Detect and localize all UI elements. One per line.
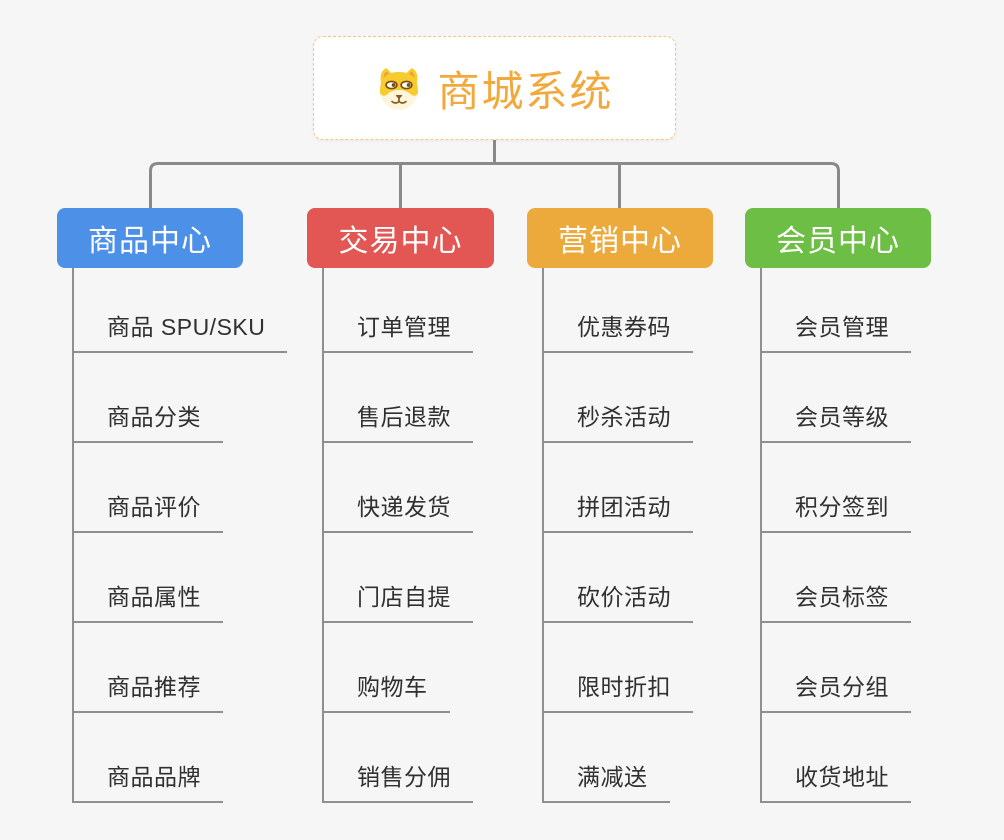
leaf-node[interactable]: 拼团活动 (544, 492, 693, 533)
branch-label: 会员中心 (776, 225, 900, 258)
branch-node-trade-center[interactable]: 交易中心 (307, 208, 494, 268)
leaf-node[interactable]: 会员等级 (762, 402, 911, 443)
leaf-node[interactable]: 满减送 (544, 762, 670, 803)
leaf-node[interactable]: 积分签到 (762, 492, 911, 533)
leaf-node[interactable]: 购物车 (324, 672, 450, 713)
leaf-node[interactable]: 限时折扣 (544, 672, 693, 713)
leaf-node[interactable]: 商品品牌 (74, 762, 223, 803)
branch-label: 营销中心 (558, 225, 682, 258)
leaf-node[interactable]: 售后退款 (324, 402, 473, 443)
branch-node-product-center[interactable]: 商品中心 (57, 208, 243, 268)
branch-children-marketing-center: 优惠券码秒杀活动拼团活动砍价活动限时折扣满减送 (542, 268, 693, 803)
branch-label: 商品中心 (88, 225, 212, 258)
leaf-node[interactable]: 订单管理 (324, 312, 473, 353)
leaf-node[interactable]: 商品分类 (74, 402, 223, 443)
leaf-node[interactable]: 秒杀活动 (544, 402, 693, 443)
leaf-node[interactable]: 快递发货 (324, 492, 473, 533)
branch-children-product-center: 商品 SPU/SKU 商品分类商品评价商品属性商品推荐商品品牌 (72, 268, 288, 803)
leaf-node[interactable]: 门店自提 (324, 582, 473, 623)
leaf-node[interactable]: 会员管理 (762, 312, 911, 353)
root-node[interactable]: 商城系统 (313, 36, 676, 140)
branch-node-marketing-center[interactable]: 营销中心 (527, 208, 713, 268)
leaf-node[interactable]: 会员分组 (762, 672, 911, 713)
branch-children-trade-center: 订单管理售后退款快递发货门店自提购物车销售分佣 (322, 268, 473, 803)
branch-label: 交易中心 (338, 225, 463, 258)
leaf-node[interactable]: 商品 SPU/SKU (74, 312, 288, 353)
leaf-node[interactable]: 商品属性 (74, 582, 223, 623)
leaf-node[interactable]: 销售分佣 (324, 762, 473, 803)
branch-bus-line (149, 162, 840, 208)
branch-children-member-center: 会员管理会员等级积分签到会员标签会员分组收货地址 (760, 268, 911, 803)
leaf-node[interactable]: 会员标签 (762, 582, 911, 623)
leaf-node[interactable]: 优惠券码 (544, 312, 693, 353)
dog-icon (380, 67, 419, 110)
root-title: 商城系统 (437, 67, 614, 115)
leaf-node[interactable]: 收货地址 (762, 762, 911, 803)
leaf-node[interactable]: 砍价活动 (544, 582, 693, 623)
leaf-node[interactable]: 商品评价 (74, 492, 223, 533)
leaf-node[interactable]: 商品推荐 (74, 672, 223, 713)
branch-node-member-center[interactable]: 会员中心 (745, 208, 931, 268)
